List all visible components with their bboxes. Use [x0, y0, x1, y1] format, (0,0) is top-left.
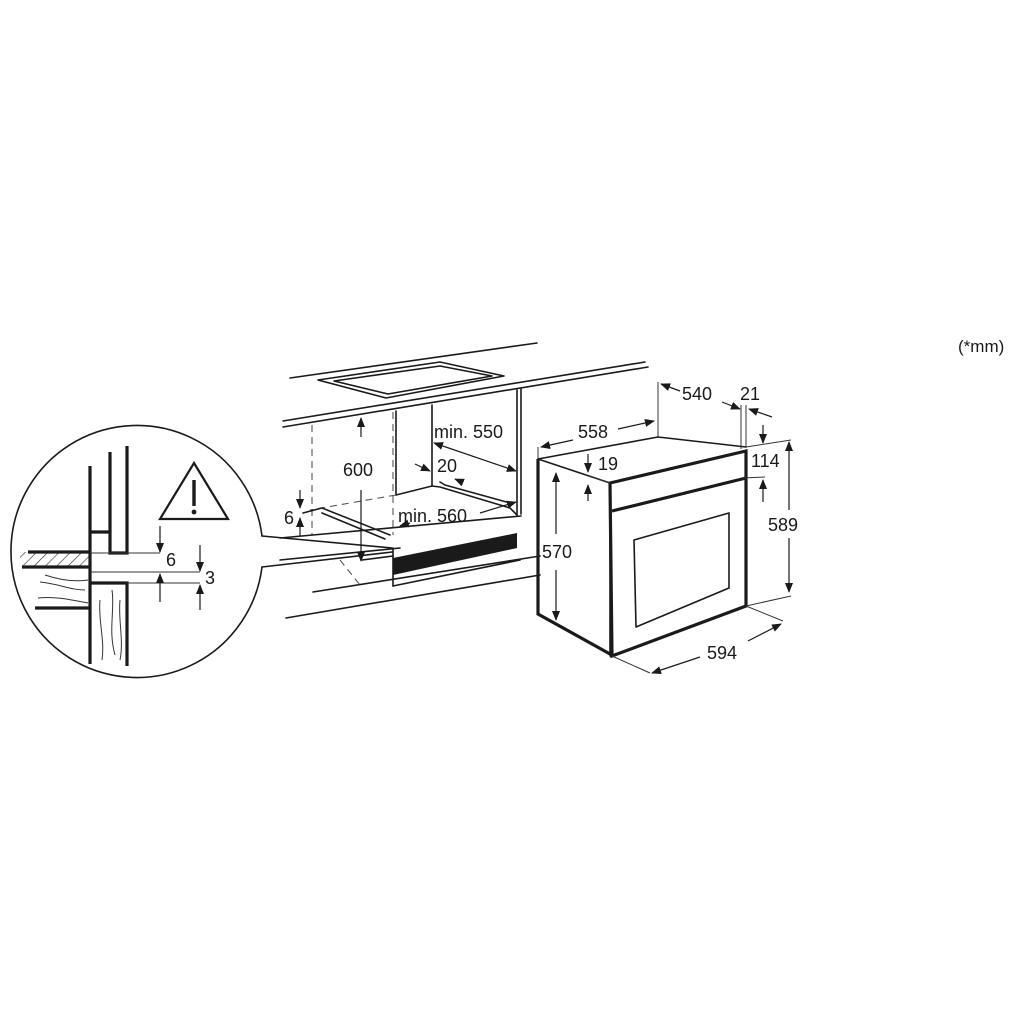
front-thickness-label: 21 [740, 384, 760, 404]
detail-magnifier: 6 3 [10, 424, 393, 679]
niche-width-label: min. 560 [398, 506, 467, 526]
units-note: (*mm) [958, 337, 1005, 356]
front-height-label: 589 [768, 515, 798, 535]
oven-body-height-label: 570 [542, 542, 572, 562]
kitchen-cabinet: 600 6 min. 550 20 min. 560 [279, 342, 649, 619]
warning-triangle-icon [158, 460, 230, 521]
niche-height-label: 600 [343, 460, 373, 480]
niche-depth-label: min. 550 [434, 422, 503, 442]
detail-gap-3-label: 3 [205, 568, 215, 588]
side-offset-label: 6 [284, 508, 294, 528]
detail-gap-6-label: 6 [166, 550, 176, 570]
oven-unit: 558 540 21 19 570 114 589 594 [536, 382, 798, 674]
front-width-label: 594 [707, 643, 737, 663]
panel-height-label: 114 [751, 451, 780, 471]
top-offset-label: 19 [598, 454, 618, 474]
oven-depth-label: 540 [682, 384, 712, 404]
oven-body-width-label: 558 [578, 422, 608, 442]
rear-gap-label: 20 [437, 456, 457, 476]
